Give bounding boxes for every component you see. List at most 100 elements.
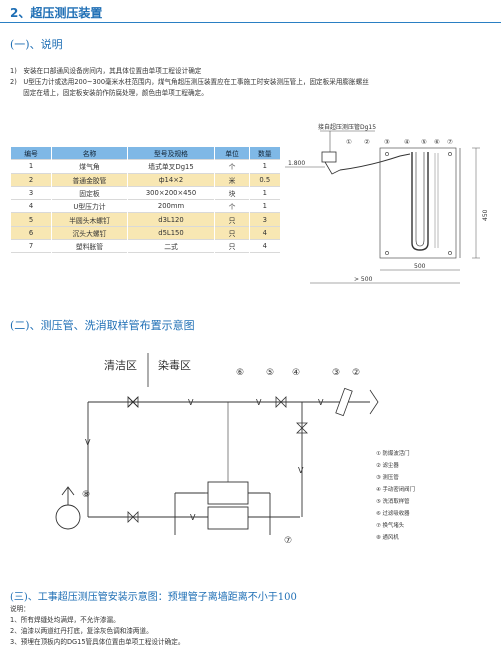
legend-item: ⑦ 换气堵头 [376, 523, 405, 529]
table-cell: 1 [10, 159, 52, 174]
valve-icon [127, 511, 139, 523]
table-cell: 个 [214, 159, 250, 174]
table-cell: 1 [249, 159, 280, 174]
table-row: 1 煤气角 墙式单叉Dg15 个 1 [10, 159, 280, 174]
legend-item: ⑤ 洗消取样管 [376, 499, 410, 505]
table-cell: 只 [214, 212, 250, 227]
table-header-row: 编号 名称 型号及规格 单位 数量 [10, 147, 280, 160]
table-cell: 煤气角 [51, 159, 128, 174]
note-line: 3、预埋在顶板内的DG15管具体位置由单项工程设计确定。 [10, 638, 185, 646]
dim-offset: > 500 [354, 276, 373, 283]
table-cell: 0.5 [249, 173, 280, 187]
legend-item: ③ 测压管 [376, 475, 399, 481]
dim-height: 450 [482, 209, 489, 221]
callout-2: ② [352, 368, 360, 378]
table-cell: ф14×2 [127, 173, 215, 187]
zone-clean-label: 清洁区 [104, 359, 137, 372]
header-cell: 数量 [249, 147, 280, 160]
note-line: 2、油漆以两道红丹打底，复涂灰色调和漆两道。 [10, 627, 153, 635]
table-cell: d5L150 [127, 226, 215, 240]
title-divider [0, 22, 501, 23]
valve-icon [275, 396, 287, 408]
table-cell: 只 [214, 239, 250, 253]
callout-5: ⑤ [266, 368, 274, 378]
table-cell: 1 [249, 186, 280, 200]
filter-absorber-icon [207, 481, 249, 505]
table-cell: 3 [10, 186, 52, 200]
table-row: 4 U型压力计 200mm 个 1 [10, 199, 280, 213]
valve-mark: V [188, 398, 194, 407]
valve-mark: V [318, 398, 324, 407]
table-row: 3 固定板 300×200×450 块 1 [10, 186, 280, 200]
mounting-board [379, 147, 457, 259]
callout-7: ⑦ [284, 536, 292, 546]
filter-absorber-icon [207, 506, 249, 530]
callout-2: ② [364, 138, 370, 146]
dust-filter-icon [335, 387, 353, 417]
table-cell: 二式 [127, 239, 215, 253]
section3-heading: (三)、工事超压测压管安装示意图：预埋管子离墙距离不小于100 [10, 592, 297, 603]
callout-6: ⑥ [434, 138, 440, 146]
table-cell: 1 [249, 199, 280, 213]
diagram-legend: ① 防爆波活门 ② 滤尘器 ③ 测压管 ④ 手动密闭阀门 ⑤ 洗消取样管 ⑥ 过… [376, 448, 496, 544]
note-line: 固定在墙上，固定板安装前作防腐处理，颜色由单项工程确定。 [10, 89, 208, 97]
note-label: 说明： [10, 605, 30, 613]
note-line: 1) 安装在口部通风设备房间内，其具体位置由单项工程设计确定 [10, 67, 202, 75]
table-cell: 墙式单叉Dg15 [127, 159, 215, 174]
table-row: 5 半圆头木螺钉 d3L120 只 3 [10, 212, 280, 227]
legend-item: ⑥ 过滤吸收器 [376, 511, 410, 517]
table-cell: 半圆头木螺钉 [51, 212, 128, 227]
valve-mark: V [298, 466, 304, 475]
valve-mark: V [256, 398, 262, 407]
blast-valve-icon [369, 389, 379, 415]
installation-drawing: 接自超压测压管Dg15 1.800 ① ② ③ ④ ⑤ ⑥ ⑦ 450 500 … [285, 123, 489, 284]
valve-icon [296, 422, 308, 434]
elevation-label: 1.800 [288, 160, 305, 167]
callout-1: ① [346, 138, 352, 146]
callout-3: ③ [332, 368, 340, 378]
table-row: 2 普通金胶管 ф14×2 米 0.5 [10, 173, 280, 187]
page-title: 2、超压测压装置 [10, 6, 103, 20]
fan-icon [55, 504, 81, 530]
header-cell: 名称 [51, 147, 128, 160]
table-cell: 塑料胀管 [51, 239, 128, 253]
section1-heading: (一)、说明 [10, 38, 63, 51]
parts-table: 编号 名称 型号及规格 单位 数量 1 煤气角 墙式单叉Dg15 个 1 2 普… [10, 147, 280, 253]
table-cell: 米 [214, 173, 250, 187]
u-tube-manometer [411, 152, 429, 251]
header-cell: 型号及规格 [127, 147, 215, 160]
table-cell: 个 [214, 199, 250, 213]
callout-4: ④ [404, 138, 410, 146]
table-cell: 6 [10, 226, 52, 240]
pipe-label: 接自超压测压管Dg15 [318, 123, 376, 131]
valve-mark: V [190, 513, 196, 522]
legend-item: ⑧ 通风机 [376, 535, 399, 541]
header-cell: 编号 [10, 147, 52, 160]
callout-3: ③ [384, 138, 390, 146]
section1-notes: 1) 安装在口部通风设备房间内，其具体位置由单项工程设计确定 2) U型压力计或… [10, 66, 500, 99]
table-row: 6 沉头大螺钉 d5L150 只 4 [10, 226, 280, 240]
note-line: 2) U型压力计或选用200~300毫米水柱范围内，煤气角超压测压装置应在工事施… [10, 78, 369, 86]
callout-5: ⑤ [421, 138, 427, 146]
table-cell: 固定板 [51, 186, 128, 200]
table-row: 7 塑料胀管 二式 只 4 [10, 239, 280, 253]
dim-width: 500 [414, 263, 426, 270]
table-cell: d3L120 [127, 212, 215, 227]
table-cell: 5 [10, 212, 52, 227]
header-cell: 单位 [214, 147, 250, 160]
section3-notes: 说明： 1、所有焊缝处均满焊，不允许渗漏。 2、油漆以两道红丹打底，复涂灰色调和… [10, 604, 490, 648]
callout-8: ⑧ [82, 490, 90, 500]
table-cell: 块 [214, 186, 250, 200]
table-cell: 200mm [127, 199, 215, 213]
callout-7: ⑦ [447, 138, 453, 146]
table-cell: U型压力计 [51, 199, 128, 213]
table-cell: 沉头大螺钉 [51, 226, 128, 240]
legend-item: ④ 手动密闭阀门 [376, 487, 415, 493]
gas-cock-icon [321, 151, 337, 163]
table-cell: 2 [10, 173, 52, 187]
table-cell: 300×200×450 [127, 186, 215, 200]
table-cell: 4 [249, 226, 280, 240]
table-cell: 普通金胶管 [51, 173, 128, 187]
note-line: 1、所有焊缝处均满焊，不允许渗漏。 [10, 616, 120, 624]
callout-6: ⑥ [236, 368, 244, 378]
